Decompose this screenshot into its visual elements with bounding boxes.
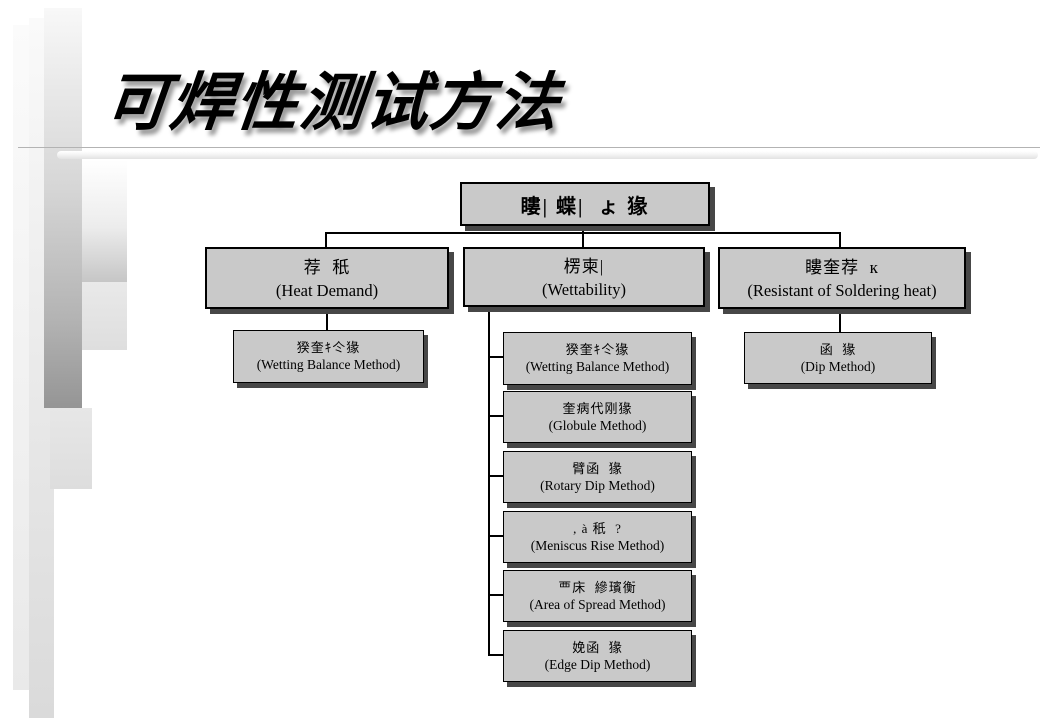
- node-root: 瞜| 蝶| ょ 猭: [460, 182, 710, 226]
- node-edge-dip-method: 娩函 猭 (Edge Dip Method): [503, 630, 692, 682]
- node-zh: 函 猭: [819, 341, 857, 357]
- node-zh: 猤奎ｷ仒猭: [565, 342, 630, 357]
- node-rotary-dip-method: 臂函 猭 (Rotary Dip Method): [503, 451, 692, 503]
- node-en: (Wetting Balance Method): [525, 359, 670, 374]
- connector-stub-5: [488, 594, 504, 596]
- connector-heat-stem: [326, 305, 328, 330]
- node-en: (Edge Dip Method): [544, 656, 651, 672]
- node-wettability: 楞柬| (Wettability): [463, 247, 705, 307]
- connector-drop-right: [839, 232, 841, 247]
- connector-resist-stem: [839, 305, 841, 332]
- title-rule-line: [18, 147, 1040, 148]
- node-en: (Meniscus Rise Method): [530, 537, 665, 553]
- deco-block-4: [82, 282, 127, 350]
- connector-stub-6: [488, 654, 504, 656]
- node-wettability-en: (Wettability): [542, 279, 626, 299]
- node-globule-method: 奎病代刚猭 (Globule Method): [503, 391, 692, 443]
- node-heat-demand-zh: 荐 秖: [303, 257, 351, 277]
- node-en: (Dip Method): [800, 358, 876, 374]
- deco-block-1: [13, 25, 29, 690]
- node-meniscus-rise-method: , à 秖 ? (Meniscus Rise Method): [503, 511, 692, 563]
- node-dip-method: 函 猭 (Dip Method): [744, 332, 932, 384]
- node-resist-en: (Resistant of Soldering heat): [747, 280, 937, 300]
- node-zh: 猤奎ｷ仒猭: [296, 340, 361, 355]
- node-zh: 奎病代刚猭: [562, 400, 633, 416]
- node-root-label: 瞜| 蝶| ょ 猭: [520, 195, 650, 218]
- title-ridge-bar: [57, 151, 1038, 159]
- deco-block-6: [50, 408, 92, 489]
- node-en: (Wetting Balance Method): [256, 357, 401, 372]
- node-heat-demand-en: (Heat Demand): [275, 280, 379, 300]
- deco-block-5: [44, 8, 82, 408]
- connector-stub-3: [488, 475, 504, 477]
- node-heat-demand: 荐 秖 (Heat Demand): [205, 247, 449, 309]
- node-resist-soldering-heat: 瞜奎荐 к (Resistant of Soldering heat): [718, 247, 966, 309]
- node-zh: , à 秖 ?: [573, 520, 622, 536]
- connector-stub-2: [488, 415, 504, 417]
- connector-stub-4: [488, 535, 504, 537]
- node-wetting-balance-mid: 猤奎ｷ仒猭 (Wetting Balance Method): [503, 332, 692, 385]
- node-wettability-zh: 楞柬|: [563, 256, 605, 276]
- connector-drop-left: [325, 232, 327, 247]
- node-zh: 覀床 縿璸衡: [558, 579, 637, 595]
- node-area-of-spread-method: 覀床 縿璸衡 (Area of Spread Method): [503, 570, 692, 622]
- node-en: (Area of Spread Method): [529, 596, 666, 612]
- connector-stub-1: [488, 356, 504, 358]
- connector-root-stem: [582, 222, 584, 234]
- node-zh: 臂函 猭: [572, 460, 623, 476]
- node-zh: 娩函 猭: [572, 639, 623, 655]
- connector-drop-middle: [582, 232, 584, 247]
- node-resist-zh: 瞜奎荐 к: [805, 257, 879, 277]
- connector-wettability-trunk: [488, 303, 490, 656]
- node-wetting-balance-left: 猤奎ｷ仒猭 (Wetting Balance Method): [233, 330, 424, 383]
- slide-title: 可焊性测试方法: [101, 68, 565, 138]
- node-en: (Rotary Dip Method): [540, 477, 655, 493]
- node-en: (Globule Method): [548, 417, 647, 433]
